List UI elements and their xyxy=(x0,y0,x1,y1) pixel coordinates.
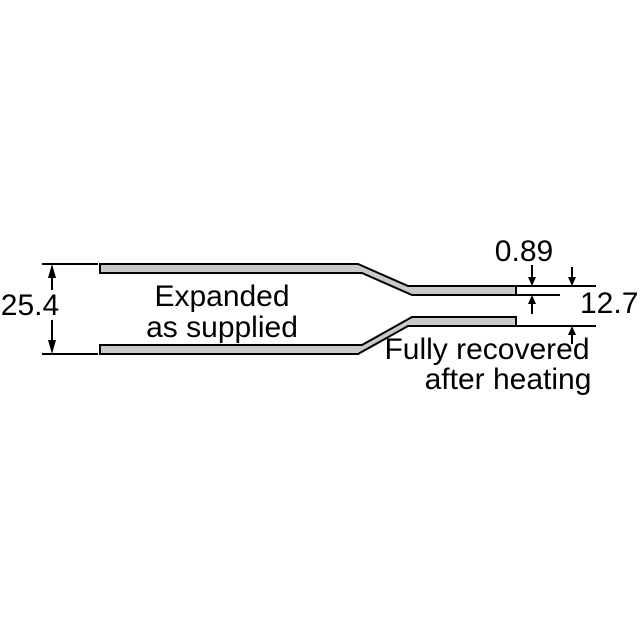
tube-bottom-wall xyxy=(99,316,517,355)
expanded-caption-line1: Expanded xyxy=(154,280,289,313)
wall-thickness-label: 0.89 xyxy=(495,235,553,268)
arrowhead-up-icon xyxy=(568,326,576,335)
arrowhead-up-icon xyxy=(528,295,536,304)
recovered-diameter-label: 12.7 xyxy=(580,287,638,320)
recovered-caption-line2: after heating xyxy=(425,363,592,396)
expanded-diameter-label: 25.4 xyxy=(1,289,59,322)
recovered-caption-line1: Fully recovered xyxy=(384,333,589,366)
arrowhead-down-icon xyxy=(48,340,56,354)
expanded-caption-line2: as supplied xyxy=(146,311,298,344)
arrowhead-down-icon xyxy=(568,277,576,286)
arrowhead-down-icon xyxy=(528,277,536,286)
arrowhead-up-icon xyxy=(48,264,56,278)
